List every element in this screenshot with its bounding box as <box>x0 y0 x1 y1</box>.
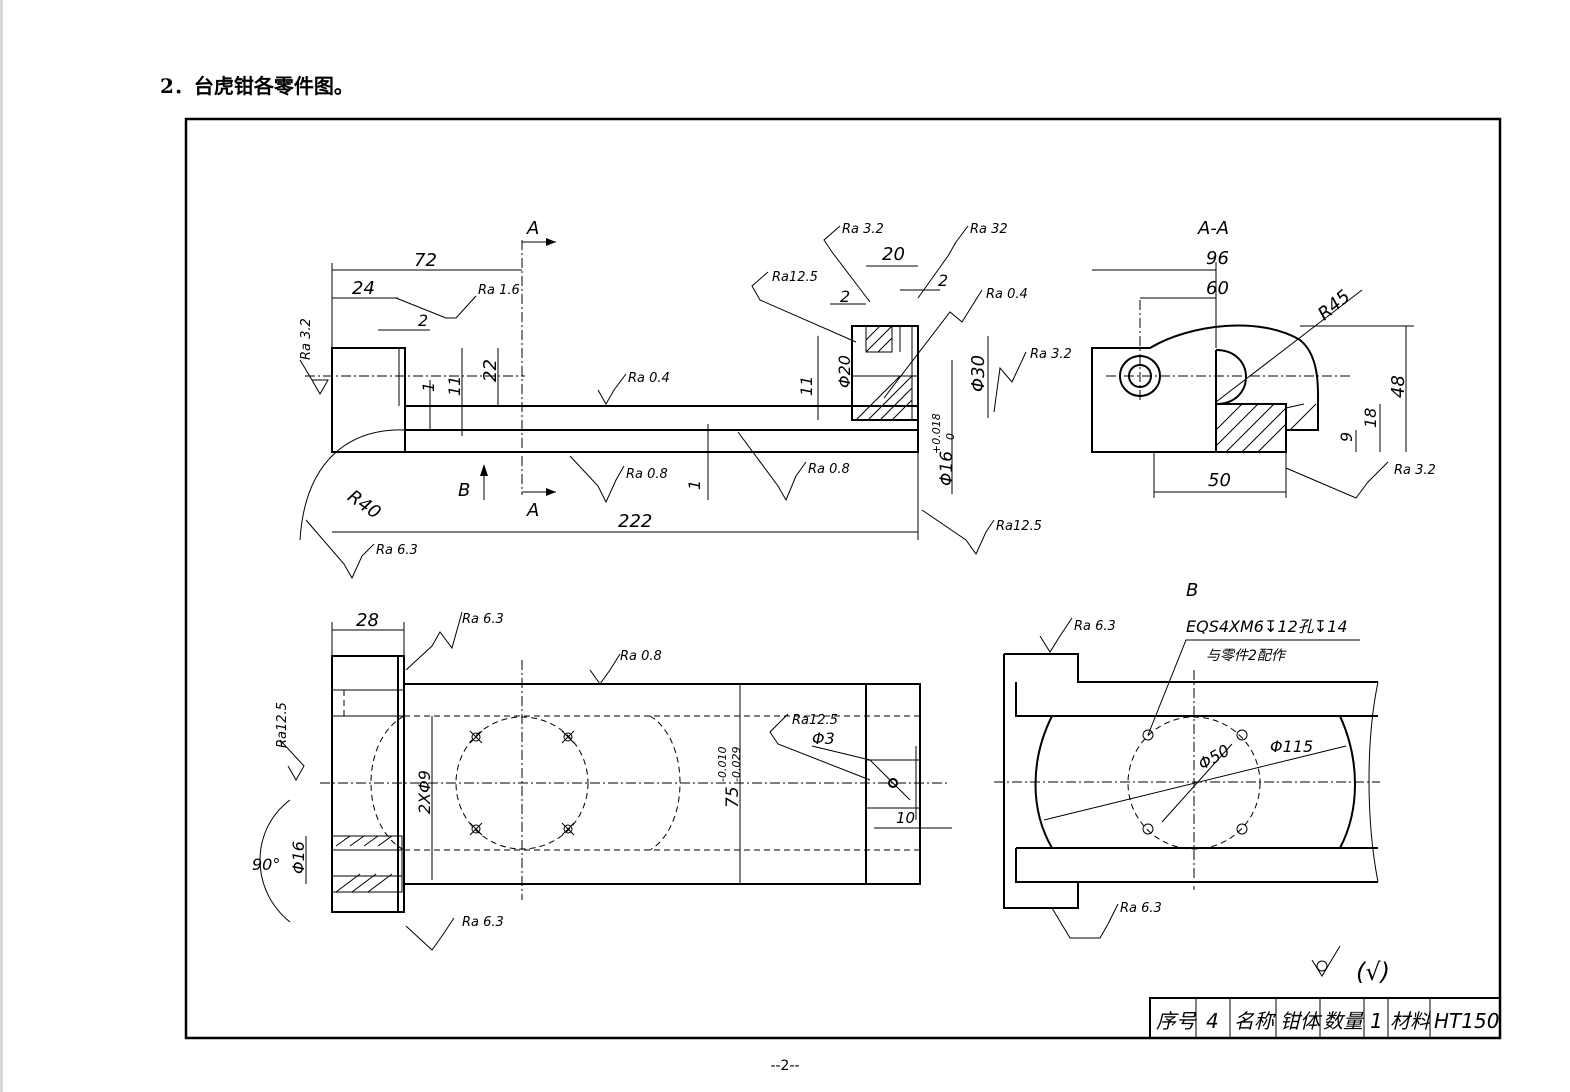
ra-6-3-view-b-top: Ra 6.3 <box>1074 619 1116 634</box>
ra-6-3-bottom-left: Ra 6.3 <box>462 915 504 930</box>
title-block: 序号 4 名称 钳体 数量 1 材料 HT150 <box>1149 997 1501 1039</box>
dim-90-deg: 90° <box>252 855 280 874</box>
title-qty-label: 数量 <box>1323 1009 1365 1033</box>
ra-0-4-top: Ra 0.4 <box>628 371 670 386</box>
section-view-aa: A-A <box>1091 218 1350 453</box>
dim-9: 9 <box>1337 432 1356 442</box>
dim-24: 24 <box>352 278 375 299</box>
dim-dia16-tol-lower: 0 <box>944 433 957 440</box>
top-view-roughness: Ra 6.3 Ra 0.8 Ra12.5 Ra12.5 Ra 6.3 <box>275 611 871 951</box>
page-number: --2-- <box>770 1058 800 1074</box>
dim-2x9: 2XΦ9 <box>415 770 434 814</box>
front-view-outline <box>331 347 919 453</box>
ra-6-3-view-b-bottom: Ra 6.3 <box>1120 901 1162 916</box>
title-material-label: 材料 <box>1390 1009 1431 1033</box>
ra-3-2-left: Ra 3.2 <box>299 318 314 360</box>
dim-1-bottom: 1 <box>685 480 704 490</box>
top-view-dimensions: 28 2XΦ9 Φ16 90° 75 -0.010 -0.029 Φ3 10 <box>252 610 952 923</box>
section-aa-dimensions: 96 60 R45 48 18 9 50 Ra 3.2 <box>1092 248 1436 499</box>
view-title-b: B <box>1186 580 1198 601</box>
fit-note: 与零件2配作 <box>1206 648 1287 664</box>
ra-0-8-left: Ra 0.8 <box>626 467 668 482</box>
top-view-body <box>403 683 921 885</box>
dim-2-mid: 2 <box>840 287 850 306</box>
dim-222: 222 <box>618 511 652 532</box>
title-seq-value: 4 <box>1206 1009 1219 1033</box>
dim-r40: R40 <box>343 486 384 524</box>
dim-75: 75 <box>723 786 743 808</box>
ra-0-4-right: Ra 0.4 <box>986 287 1028 302</box>
dim-96: 96 <box>1206 248 1229 269</box>
section-label-a-bottom: A <box>526 500 539 521</box>
section-label-a-top: A <box>526 218 539 239</box>
dim-72: 72 <box>414 250 437 271</box>
dim-28: 28 <box>356 610 379 631</box>
dim-dia16: Φ16 <box>937 451 957 486</box>
ra-0-8-top-view: Ra 0.8 <box>620 649 662 664</box>
dim-2-left: 2 <box>418 311 428 330</box>
title-name-label: 名称 <box>1234 1009 1277 1033</box>
dim-48: 48 <box>1388 375 1409 398</box>
general-roughness-note: (√) <box>1311 945 1390 986</box>
ra-32-top: Ra 32 <box>970 222 1008 237</box>
front-view-roughness: Ra 1.6 Ra 3.2 Ra 0.4 Ra 0.8 Ra 0.8 Ra 6.… <box>299 222 1072 580</box>
ra-12-5-left: Ra12.5 <box>275 702 290 748</box>
dim-dia3: Φ3 <box>812 729 835 748</box>
dim-r45: R45 <box>1314 286 1355 325</box>
dim-75-tol-lower: -0.029 <box>730 747 743 782</box>
section-title-aa: A-A <box>1197 218 1229 239</box>
ra-12-5-hole: Ra12.5 <box>792 713 838 728</box>
dim-50: 50 <box>1208 470 1231 491</box>
title-material-value: HT150 <box>1434 1009 1499 1033</box>
dim-11-right: 11 <box>797 376 816 396</box>
ra-3-2-top: Ra 3.2 <box>842 222 884 237</box>
view-b-outline <box>1003 653 1378 909</box>
title-qty-value: 1 <box>1370 1009 1383 1033</box>
front-view-dimensions: 72 24 2 1 11 22 222 1 20 2 2 Φ20 11 Φ30 … <box>331 244 989 540</box>
title-seq-label: 序号 <box>1156 1009 1197 1033</box>
dim-dia16-left: Φ16 <box>289 841 308 874</box>
front-view: A A B R40 <box>299 218 919 541</box>
dim-10: 10 <box>896 809 915 827</box>
page-heading: 2．台虎钳各零件图。 <box>160 74 354 98</box>
dim-75-tol-upper: -0.010 <box>716 747 729 782</box>
drawing-frame <box>184 117 1502 1040</box>
title-name-value: 钳体 <box>1280 1009 1323 1033</box>
dim-dia50: Φ50 <box>1195 741 1233 774</box>
ra-0-8-right: Ra 0.8 <box>808 462 850 477</box>
ra-3-2-section: Ra 3.2 <box>1394 463 1436 478</box>
top-view <box>320 655 950 913</box>
view-label-b: B <box>458 480 470 501</box>
r40-arc <box>299 429 406 541</box>
ra-12-5-bottom: Ra12.5 <box>996 519 1042 534</box>
page-left-border <box>0 0 3 1092</box>
dim-20: 20 <box>882 244 905 265</box>
dim-22: 22 <box>480 359 501 382</box>
ra-3-2-right: Ra 3.2 <box>1030 347 1072 362</box>
dim-dia115: Φ115 <box>1270 737 1313 756</box>
boss-insert <box>865 325 893 353</box>
section-aa-outline <box>1091 324 1320 453</box>
dim-11-left: 11 <box>445 376 464 396</box>
dim-dia30: Φ30 <box>968 355 989 392</box>
dim-dia16-tol-upper: +0.018 <box>930 413 943 454</box>
top-view-jaw <box>331 655 405 913</box>
view-b: B Φ115 Φ50 EQS4XM6↧12孔↧14 与零件2配作 Ra 6.3 … <box>994 580 1380 939</box>
dim-dia20: Φ20 <box>835 355 854 388</box>
ra-1-6: Ra 1.6 <box>478 283 520 298</box>
other-surfaces-mark: (√) <box>1356 958 1390 986</box>
thread-note: EQS4XM6↧12孔↧14 <box>1186 617 1348 636</box>
ra-6-3-top-left: Ra 6.3 <box>462 612 504 627</box>
dim-2-right: 2 <box>938 271 948 290</box>
dim-1-left: 1 <box>419 382 438 392</box>
ra-6-3-bottom: Ra 6.3 <box>376 543 418 558</box>
dim-60: 60 <box>1206 278 1229 299</box>
ra-12-5-top: Ra12.5 <box>772 270 818 285</box>
dim-18: 18 <box>1361 408 1380 428</box>
